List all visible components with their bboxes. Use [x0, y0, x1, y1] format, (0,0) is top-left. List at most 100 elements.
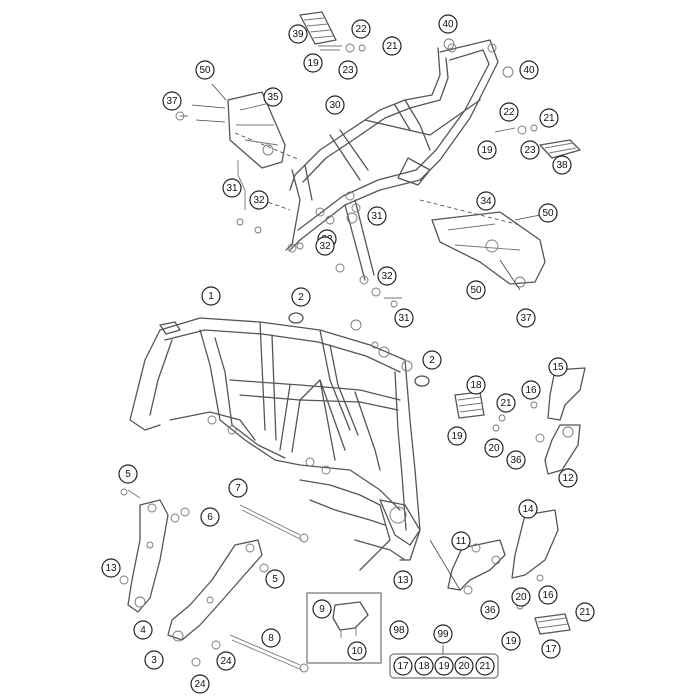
callout-bubble [501, 631, 521, 651]
callout-36a: 36 [506, 450, 526, 470]
callout-number: 21 [500, 398, 512, 409]
callout-bubble [338, 60, 358, 80]
rear-right-bracket [431, 211, 546, 291]
callout-bubble [200, 507, 220, 527]
callout-number: 5 [125, 469, 131, 480]
callout-19b: 19 [477, 140, 497, 160]
callout-number: 1 [208, 291, 214, 302]
callout-32c: 32 [377, 266, 397, 286]
callout-9: 9 [312, 599, 332, 619]
callout-number: 30 [329, 100, 341, 111]
callout-20b: 20 [511, 587, 531, 607]
callout-50a: 50 [195, 60, 215, 80]
callout-number: 20 [488, 443, 500, 454]
callout-bubble [389, 620, 409, 640]
callout-bubble [541, 639, 561, 659]
callout-40b: 40 [519, 60, 539, 80]
callout-number: 36 [484, 605, 496, 616]
callout-number: 22 [355, 24, 367, 35]
callout-number: 14 [522, 504, 534, 515]
callout-bubble [249, 190, 269, 210]
frame-bushings [288, 312, 430, 387]
callout-30: 30 [325, 95, 345, 115]
callout-19d: 19 [501, 631, 521, 651]
callout-19c: 19 [447, 426, 467, 446]
callout-15: 15 [548, 357, 568, 377]
callout-number: 2 [429, 355, 435, 366]
callout-bubble [133, 620, 153, 640]
callout-17a: 17 [541, 639, 561, 659]
callout-7: 7 [228, 478, 248, 498]
callout-number: 10 [351, 646, 363, 657]
callout-number: 9 [319, 604, 325, 615]
callout-number: 37 [520, 313, 532, 324]
callout-19a: 19 [303, 53, 323, 73]
left-footrest-bracket [119, 488, 190, 613]
callout-23b: 23 [520, 140, 540, 160]
callout-18: 18 [466, 375, 486, 395]
callout-bubble [367, 206, 387, 226]
callout-number: 50 [470, 285, 482, 296]
callout-bubble [519, 60, 539, 80]
callout-number: 21 [543, 113, 555, 124]
footpeg-top-right [539, 139, 581, 159]
callout-31c: 31 [394, 308, 414, 328]
kit-parts-group-box [389, 653, 499, 679]
callout-bubble [521, 380, 541, 400]
callout-bubble [118, 464, 138, 484]
callout-number: 35 [267, 92, 279, 103]
callout-bubble [315, 236, 335, 256]
callout-3: 3 [144, 650, 164, 670]
callout-number: 98 [393, 625, 405, 636]
callout-number: 36 [510, 455, 522, 466]
callout-32b: 32 [315, 236, 335, 256]
right-footpeg-low [534, 613, 571, 635]
callout-bubble [303, 53, 323, 73]
callout-number: 19 [505, 636, 517, 647]
callout-12: 12 [558, 468, 578, 488]
callout-k18: 18 [414, 656, 434, 676]
callout-bubble [447, 426, 467, 446]
callout-bubble [377, 266, 397, 286]
callout-number: 50 [199, 65, 211, 76]
callout-bubble [347, 641, 367, 661]
callout-8: 8 [261, 628, 281, 648]
callout-bubble [496, 393, 516, 413]
callout-bubble [216, 651, 236, 671]
callout-number: 37 [166, 96, 178, 107]
callout-bubble [434, 656, 454, 676]
callout-bubble [558, 468, 578, 488]
callout-number: 23 [524, 145, 536, 156]
callout-bubble [433, 624, 453, 644]
callout-24a: 24 [216, 651, 236, 671]
callout-bubble [476, 191, 496, 211]
callout-number: 31 [226, 183, 238, 194]
callout-number: 17 [545, 644, 557, 655]
callout-number: 21 [579, 607, 591, 618]
callout-bubble [201, 286, 221, 306]
callout-bubble [539, 108, 559, 128]
callout-bubble [548, 357, 568, 377]
callout-bubble [422, 350, 442, 370]
callout-number: 19 [307, 58, 319, 69]
callout-bubble [475, 656, 495, 676]
callout-number: 40 [523, 65, 535, 76]
callout-34: 34 [476, 191, 496, 211]
callout-number: 32 [381, 271, 393, 282]
callout-number: 38 [556, 160, 568, 171]
callout-number: 20 [515, 592, 527, 603]
callout-16a: 16 [521, 380, 541, 400]
callout-bubble [101, 558, 121, 578]
callout-number: 18 [418, 661, 430, 672]
callout-bubble [265, 569, 285, 589]
callout-38: 38 [552, 155, 572, 175]
callout-32a: 32 [249, 190, 269, 210]
callout-37a: 37 [162, 91, 182, 111]
callout-bubble [228, 478, 248, 498]
callout-bubble [516, 308, 536, 328]
callout-13a: 13 [101, 558, 121, 578]
callout-bubble [291, 287, 311, 307]
callout-k20: 20 [454, 656, 474, 676]
